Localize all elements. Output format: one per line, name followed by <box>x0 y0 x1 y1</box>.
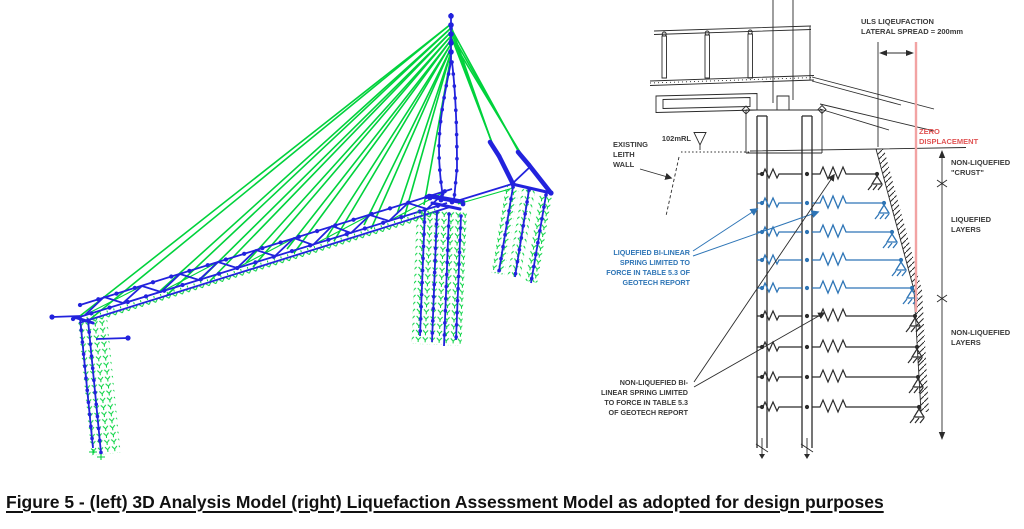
water-level-icon <box>693 132 707 150</box>
spring-rows <box>757 165 926 424</box>
spring-row-non-liquefied <box>757 398 926 424</box>
pile-pair <box>755 115 814 459</box>
left-3d-analysis-model <box>49 13 554 460</box>
spring-row-liquefied <box>757 279 919 305</box>
pointer-arrows <box>692 173 835 388</box>
spring-row-non-liquefied <box>757 307 922 333</box>
liquefied-spring-label: GEOTECH REPORT <box>623 278 691 287</box>
liquefied-spring-label: SPRING LIMITED TO <box>620 258 691 267</box>
uls-label-line1: ULS LIQEUFACTION <box>861 17 934 26</box>
wharf-deck-sketch <box>649 0 935 154</box>
tower-deck-junction <box>426 183 514 211</box>
liquefied-layers-label: LAYERS <box>951 225 981 234</box>
crust-label: NON-LIQUEFIED <box>951 158 1011 167</box>
non-liquefied-layers-label: NON-LIQUEFIED <box>951 328 1011 337</box>
non-liquefied-layers-label: LAYERS <box>951 338 981 347</box>
existing-wall-label: LEITH <box>613 150 635 159</box>
spring-row-liquefied <box>757 223 899 249</box>
crust-label: "CRUST" <box>951 168 984 177</box>
spring-row-non-liquefied <box>757 368 925 394</box>
stay-cables-back <box>450 25 527 163</box>
deck-truss <box>70 186 455 324</box>
non-liquefied-spring-label: TO FORCE IN TABLE 5.3 <box>604 398 688 407</box>
liquefied-spring-label: FORCE IN TABLE 5.3 OF <box>606 268 690 277</box>
existing-wall-label: WALL <box>613 160 635 169</box>
figure-canvas: ULS LIQEUFACTION LATERAL SPREAD = 200mm … <box>49 0 1011 460</box>
dimension-break <box>936 179 948 188</box>
labels: ULS LIQEUFACTION LATERAL SPREAD = 200mm … <box>601 17 1011 417</box>
non-liquefied-spring-label: OF GEOTECH REPORT <box>609 408 689 417</box>
spring-row-crust <box>757 165 884 191</box>
soil-boundary <box>875 148 929 413</box>
liquefied-spring-label: LIQUEFIED BI-LINEAR <box>613 248 690 257</box>
uls-dimension <box>877 42 914 147</box>
zero-displacement-label: DISPLACEMENT <box>919 137 979 146</box>
existing-wall-label: EXISTING <box>613 140 648 149</box>
liquefaction-assessment-model: ULS LIQEUFACTION LATERAL SPREAD = 200mm … <box>601 0 1011 459</box>
anchor-pile-group <box>491 185 552 285</box>
left-pier <box>49 314 131 460</box>
non-liquefied-spring-label: LINEAR SPRING LIMITED <box>601 388 688 397</box>
spring-row-liquefied <box>757 251 908 277</box>
liquefied-layers-label: LIQUEFIED <box>951 215 992 224</box>
tower-pile-group <box>411 208 467 348</box>
dimension-break <box>936 294 948 303</box>
leith-wall-line <box>665 156 680 217</box>
figure-caption: Figure 5 - (left) 3D Analysis Model (rig… <box>6 492 884 512</box>
stay-cables-left <box>79 23 452 322</box>
uls-label-line2: LATERAL SPREAD = 200mm <box>861 27 963 36</box>
spring-row-liquefied <box>757 194 891 220</box>
layer-dimension <box>936 150 948 440</box>
water-level-label: 102mRL <box>662 134 692 143</box>
anchor-block <box>487 139 554 196</box>
pile-base-symbol <box>755 438 814 459</box>
non-liquefied-spring-label: NON-LIQUEFIED BI- <box>620 378 689 387</box>
spring-row-non-liquefied <box>757 338 924 364</box>
balusters <box>661 29 753 79</box>
tower-mast <box>437 13 459 202</box>
zero-displacement-label: ZERO <box>919 127 940 136</box>
